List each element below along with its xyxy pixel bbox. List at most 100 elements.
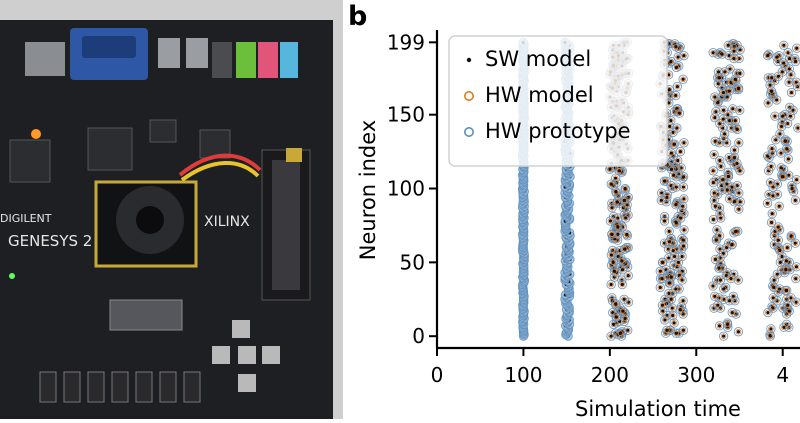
hw-model-point bbox=[616, 168, 623, 174]
sw-model-point bbox=[718, 278, 723, 282]
hw-prototype-point bbox=[785, 111, 796, 121]
hw-model-point bbox=[783, 145, 790, 152]
hw-prototype-point bbox=[719, 129, 730, 139]
hw-prototype-point bbox=[620, 183, 630, 194]
sw-model-point bbox=[660, 191, 664, 195]
hw-prototype-point bbox=[708, 47, 718, 58]
hw-prototype-point bbox=[671, 198, 682, 208]
sw-model-point bbox=[765, 201, 770, 205]
hw-prototype-point bbox=[783, 47, 793, 58]
sw-model-point bbox=[780, 254, 784, 259]
sw-model-point bbox=[660, 303, 665, 307]
hw-prototype-point bbox=[659, 176, 670, 186]
sw-model-point bbox=[713, 204, 717, 208]
hw-model-point bbox=[622, 246, 628, 252]
hw-model-point bbox=[789, 185, 795, 192]
sw-model-point bbox=[727, 89, 731, 93]
hw-model-point bbox=[677, 215, 684, 221]
hw-prototype-point bbox=[715, 155, 725, 166]
hw-prototype-point bbox=[709, 188, 719, 198]
hw-prototype-point bbox=[660, 315, 670, 325]
hw-model-point bbox=[661, 240, 668, 246]
hw-model-point bbox=[771, 284, 777, 291]
hw-model-point bbox=[607, 166, 613, 173]
sw-model-point bbox=[794, 276, 798, 281]
sw-model-point bbox=[667, 101, 671, 105]
hw-model-point bbox=[736, 206, 742, 212]
sw-model-point bbox=[734, 229, 738, 233]
hw-prototype-point bbox=[675, 304, 685, 315]
hw-prototype-point bbox=[673, 257, 684, 268]
hw-prototype-point bbox=[765, 331, 776, 341]
sw-model-point bbox=[771, 296, 775, 300]
hw-model-point bbox=[788, 89, 795, 96]
panel-letter: b bbox=[348, 1, 367, 32]
sw-model-point bbox=[770, 76, 774, 80]
hw-prototype-point bbox=[718, 331, 729, 341]
hw-model-point bbox=[783, 287, 790, 294]
hw-model-point bbox=[731, 55, 737, 62]
hw-prototype-point bbox=[770, 111, 780, 121]
hw-model-point bbox=[725, 111, 731, 118]
sw-model-point bbox=[775, 299, 779, 303]
hw-prototype-point bbox=[727, 182, 737, 192]
hw-model-point bbox=[786, 79, 792, 86]
hw-model-point bbox=[710, 179, 717, 186]
sw-model-point bbox=[725, 188, 729, 192]
hw-model-point bbox=[712, 138, 719, 145]
sw-model-point bbox=[667, 291, 671, 295]
hw-prototype-point bbox=[778, 58, 789, 68]
hw-prototype-point bbox=[727, 239, 737, 250]
sw-model-point bbox=[611, 260, 615, 264]
hw-model-point bbox=[737, 199, 744, 205]
sw-model-point bbox=[624, 216, 628, 220]
hw-prototype-point bbox=[679, 225, 689, 235]
hw-prototype-point bbox=[613, 222, 623, 232]
hw-prototype-point bbox=[735, 197, 745, 207]
hw-model-point bbox=[795, 125, 800, 131]
hw-prototype-point bbox=[708, 214, 719, 225]
hw-prototype-point bbox=[679, 50, 689, 61]
hw-model-point bbox=[609, 297, 616, 304]
hw-model-point bbox=[681, 227, 687, 233]
hw-model-point bbox=[783, 266, 789, 273]
sw-model-point bbox=[725, 245, 729, 250]
sw-model-point bbox=[626, 274, 630, 278]
hw-model-point bbox=[711, 293, 718, 300]
hw-prototype-point bbox=[775, 129, 785, 139]
sw-model-point bbox=[776, 238, 780, 242]
hw-prototype-point bbox=[669, 139, 680, 149]
sw-model-point bbox=[681, 328, 686, 332]
hw-prototype-point bbox=[678, 235, 689, 245]
hw-prototype-point bbox=[713, 78, 723, 89]
sw-model-point bbox=[609, 253, 613, 257]
hw-prototype-point bbox=[779, 40, 789, 50]
hw-prototype-point bbox=[668, 170, 679, 180]
hw-prototype-point bbox=[768, 182, 778, 192]
sw-model-point bbox=[672, 254, 677, 259]
hw-model-point bbox=[711, 197, 717, 204]
hw-prototype-point bbox=[708, 281, 718, 291]
hw-prototype-point bbox=[792, 43, 800, 53]
sw-model-point bbox=[769, 89, 774, 93]
sw-model-point bbox=[776, 74, 780, 78]
hw-model-point bbox=[773, 97, 780, 103]
sw-model-point bbox=[732, 148, 737, 152]
hw-model-point bbox=[673, 64, 680, 71]
hw-model-point bbox=[664, 327, 670, 334]
hw-model-point bbox=[666, 238, 673, 245]
sw-model-point bbox=[717, 76, 721, 80]
hw-prototype-point bbox=[710, 201, 721, 211]
hw-model-point bbox=[661, 178, 668, 184]
sw-model-point bbox=[726, 322, 730, 326]
hw-prototype-point bbox=[620, 313, 630, 324]
sw-model-point bbox=[776, 225, 780, 229]
sw-model-point bbox=[729, 276, 733, 281]
hw-prototype-point bbox=[766, 161, 776, 172]
hw-model-point bbox=[612, 175, 619, 181]
sw-model-point bbox=[713, 294, 717, 298]
hw-prototype-point bbox=[712, 225, 722, 235]
sw-model-point bbox=[730, 243, 734, 247]
sw-model-point bbox=[674, 331, 678, 335]
hw-prototype-point bbox=[612, 197, 622, 207]
